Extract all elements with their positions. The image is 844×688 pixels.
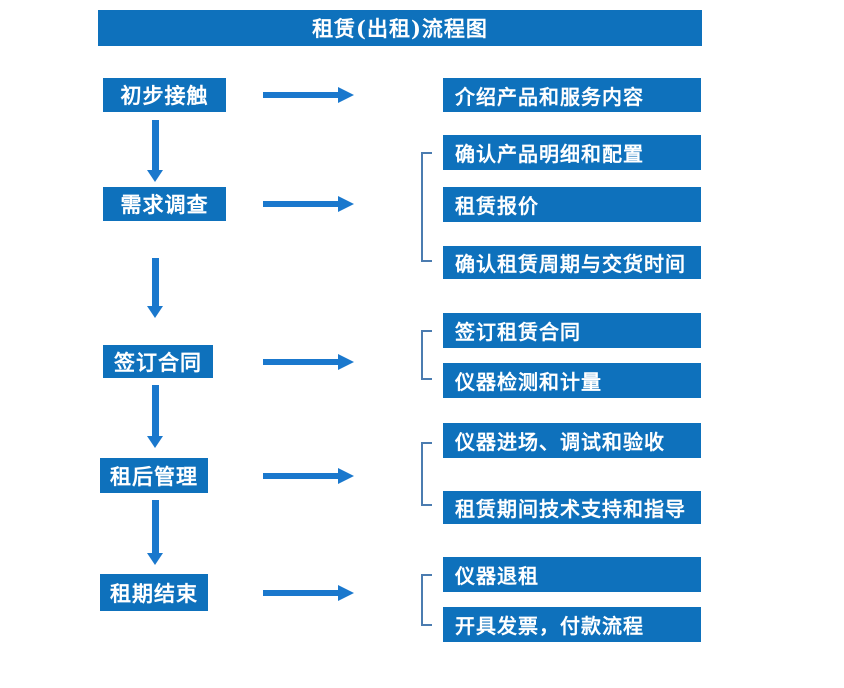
group-bracket-icon (421, 330, 432, 380)
group-bracket-icon (421, 442, 432, 506)
detail-box: 签订租赁合同 (443, 313, 701, 348)
detail-box: 开具发票，付款流程 (443, 607, 701, 642)
right-arrow-icon (263, 585, 354, 601)
right-arrow-icon (263, 354, 354, 370)
group-bracket-icon (421, 574, 432, 626)
detail-box: 确认租赁周期与交货时间 (443, 246, 701, 279)
detail-box: 租赁报价 (443, 187, 701, 222)
step-box-initial-contact: 初步接触 (103, 78, 226, 112)
detail-box: 仪器进场、调试和验收 (443, 423, 701, 458)
down-arrow-icon (147, 385, 163, 448)
right-arrow-icon (263, 196, 354, 212)
page-title: 租赁(出租)流程图 (312, 16, 488, 41)
detail-box: 仪器退租 (443, 557, 701, 592)
down-arrow-icon (147, 120, 163, 182)
detail-box: 仪器检测和计量 (443, 363, 701, 398)
step-box-sign-contract: 签订合同 (103, 345, 213, 378)
detail-box: 租赁期间技术支持和指导 (443, 491, 701, 524)
title-bar: 租赁(出租)流程图 (98, 10, 702, 46)
step-box-rental-end: 租期结束 (100, 574, 208, 611)
detail-box: 确认产品明细和配置 (443, 135, 701, 170)
right-arrow-icon (263, 87, 354, 103)
step-box-post-rental-management: 租后管理 (100, 458, 208, 493)
down-arrow-icon (147, 258, 163, 318)
detail-box: 介绍产品和服务内容 (443, 78, 701, 112)
right-arrow-icon (263, 468, 354, 484)
group-bracket-icon (421, 152, 432, 262)
step-box-demand-survey: 需求调查 (103, 187, 226, 221)
down-arrow-icon (147, 500, 163, 565)
